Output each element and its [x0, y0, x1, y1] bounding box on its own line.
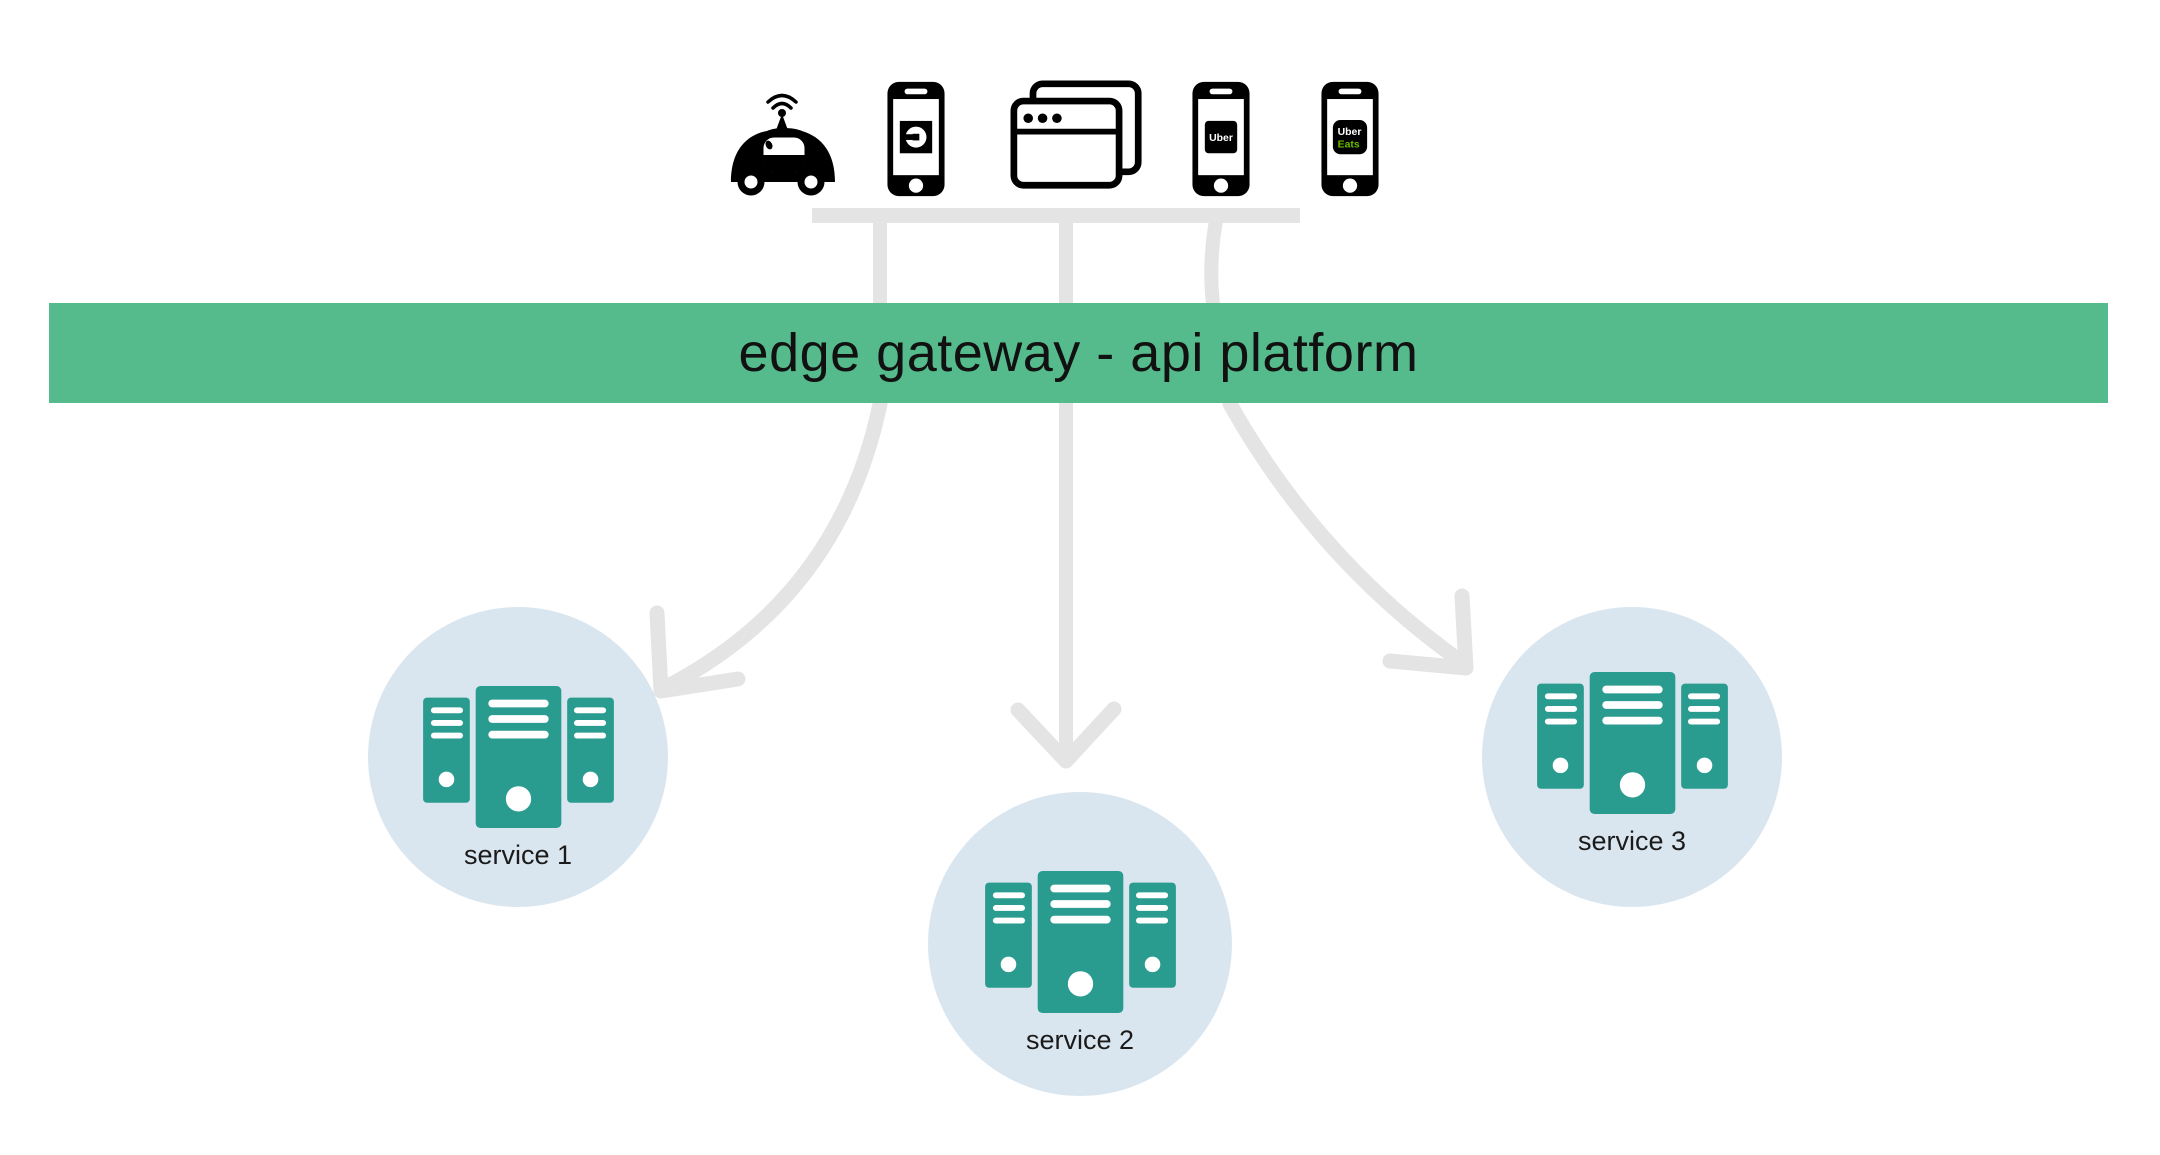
server-cluster-icon: [984, 870, 1176, 1014]
service-3-label: service 3: [1577, 826, 1687, 856]
client-uber-eats-phone: Uber Eats: [1319, 80, 1381, 203]
service-3-node: service 3: [1482, 607, 1782, 907]
browser-windows-icon: [1010, 80, 1142, 189]
client-uber-phone: Uber: [1190, 80, 1252, 203]
client-self-driving-car: [723, 83, 843, 203]
uber-phone-icon: Uber: [1192, 81, 1250, 197]
gateway-arrow-middle: [1010, 397, 1122, 769]
client-uber-app-phone: [885, 80, 947, 203]
gateway-arrow-left: [649, 396, 888, 699]
gateway-arrow-right: [1222, 396, 1474, 676]
uber-app-label: Uber: [1209, 133, 1233, 144]
uber-eats-label-line1: Uber: [1338, 127, 1362, 138]
server-cluster-icon: [1536, 671, 1728, 815]
client-browser: [1010, 80, 1144, 195]
service-1-label: service 1: [463, 840, 573, 870]
client-trunk-line: [812, 208, 1300, 311]
edge-gateway-banner: edge gateway - api platform: [49, 303, 2108, 403]
uber-app-phone-icon: [887, 81, 945, 197]
service-2-label: service 2: [1025, 1025, 1135, 1055]
service-2-node: service 2: [928, 792, 1232, 1096]
server-cluster-icon: [422, 685, 614, 829]
uber-eats-phone-icon: Uber Eats: [1321, 81, 1379, 197]
edge-gateway-label: edge gateway - api platform: [738, 323, 1419, 383]
service-1-node: service 1: [368, 607, 668, 907]
uber-eats-label-line2: Eats: [1338, 140, 1360, 151]
self-driving-car-icon: [731, 93, 835, 196]
